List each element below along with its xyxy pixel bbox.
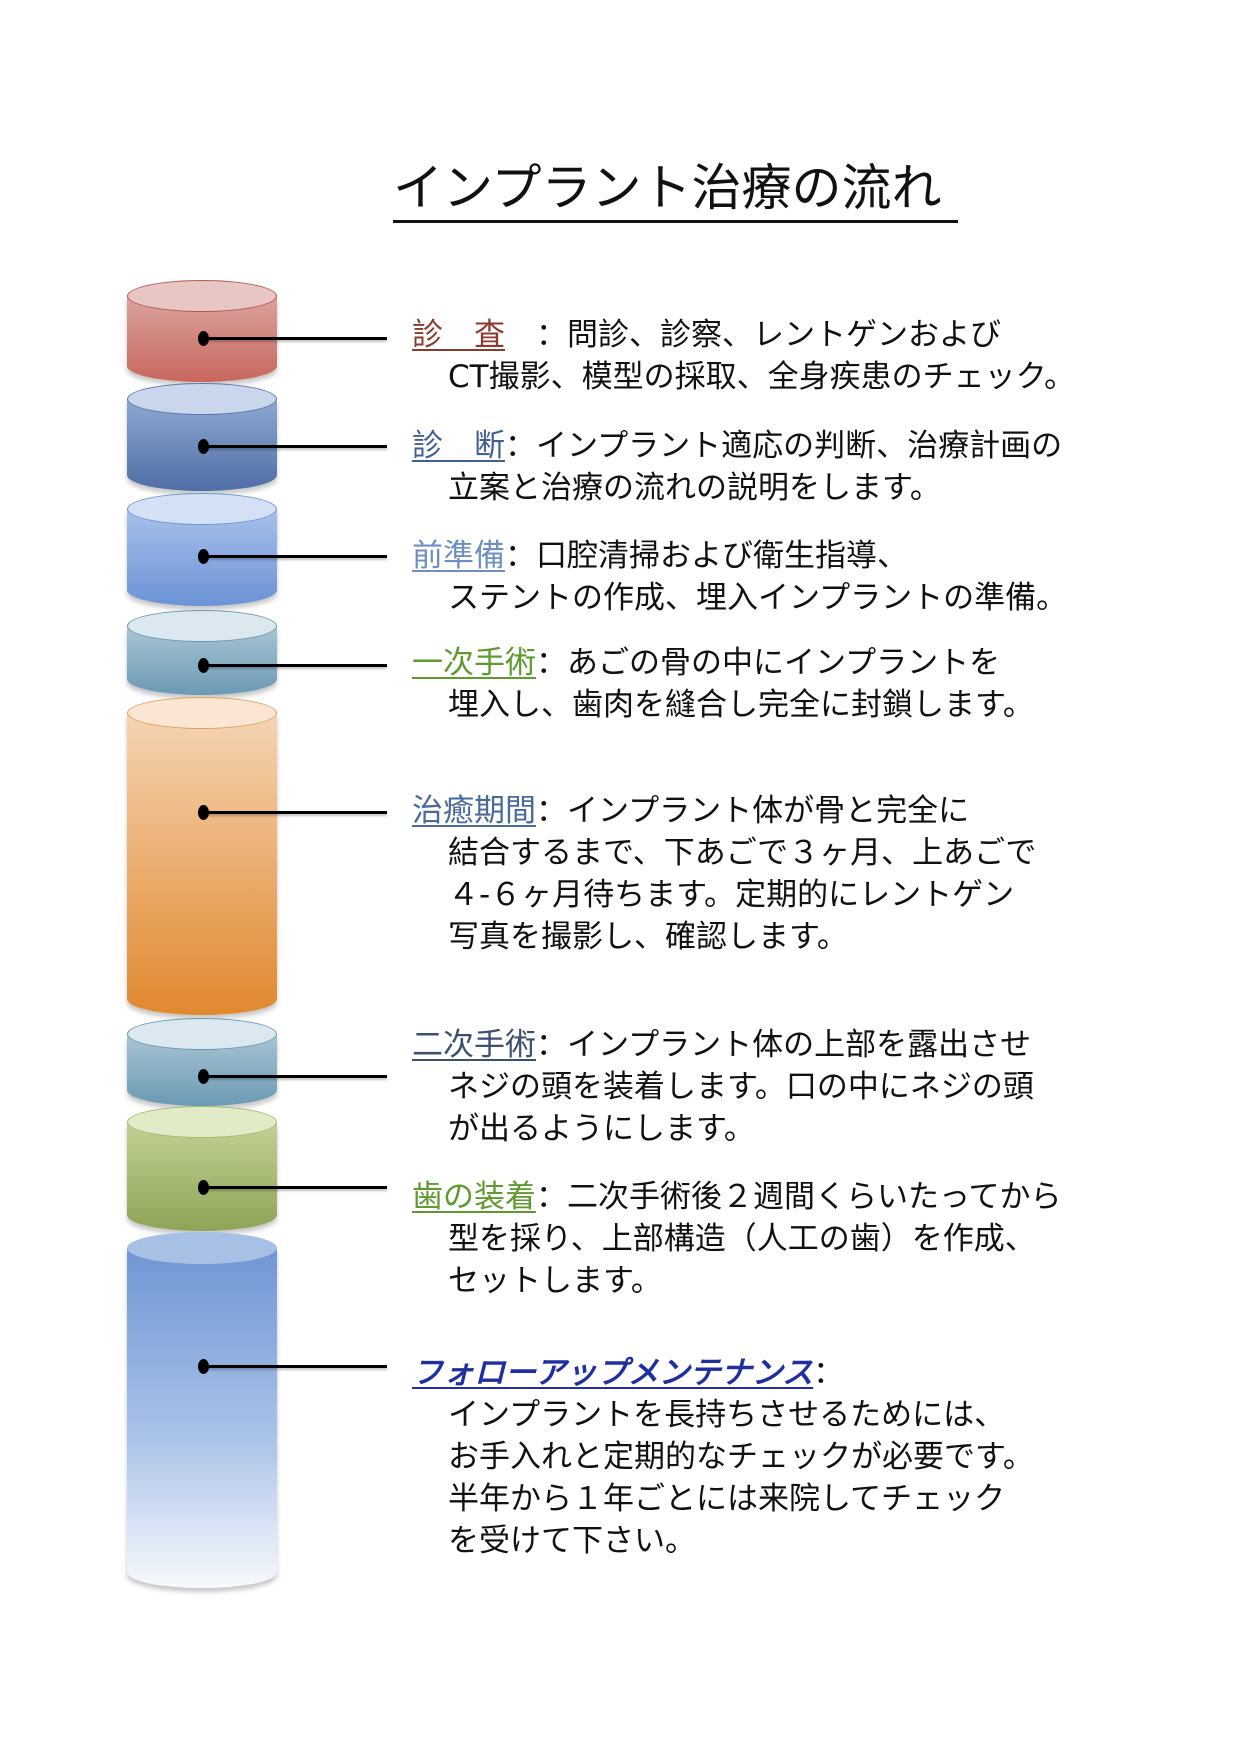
step-separator: ：: [536, 1027, 567, 1063]
step-separator: ：: [505, 538, 536, 574]
connector-line: [204, 1365, 387, 1368]
step-heading: 治癒期間: [412, 793, 536, 829]
step-heading: 二次手術: [412, 1027, 536, 1063]
step-desc: が出るようにします。: [448, 1111, 755, 1147]
cylinder-shindan: [127, 383, 277, 491]
connector-line: [204, 445, 387, 448]
connector-dot: [198, 331, 209, 346]
step-desc: ４-６ヶ月待ちます。定期的にレントゲン: [448, 877, 1015, 913]
connector-line: [204, 664, 387, 667]
step-chiyu-kikan: 治癒期間：インプラント体が骨と完全に 結合するまで、下あごで３ヶ月、上あごで ４…: [412, 790, 1036, 958]
step-ha-no-souchaku: 歯の装着：二次手術後２週間くらいたってから 型を採り、上部構造（人工の歯）を作成…: [412, 1176, 1061, 1302]
cylinder-ichiji-shujutsu: [127, 610, 277, 695]
step-ichiji-shujutsu: 一次手術：あごの骨の中にインプラントを 埋入し、歯肉を縫合し完全に封鎖します。: [412, 642, 1034, 726]
connector-line: [204, 1075, 387, 1078]
step-desc: 口腔清掃および衛生指導、: [536, 538, 908, 574]
step-heading: 診 査: [412, 317, 505, 353]
step-desc: セットします。: [448, 1263, 662, 1299]
cylinder-ha-no-souchaku: [127, 1106, 277, 1231]
step-desc: ステントの作成、埋入インプラントの準備。: [448, 580, 1068, 616]
step-desc: 結合するまで、下あごで３ヶ月、上あごで: [448, 835, 1037, 871]
step-desc: インプラント体の上部を露出させ: [567, 1027, 1032, 1063]
step-separator: ：: [813, 1355, 845, 1391]
step-desc: 半年から１年ごとには来院してチェック: [448, 1481, 1006, 1517]
step-separator: ：: [505, 317, 567, 353]
cylinder-followup: [127, 1232, 277, 1588]
step-desc: 立案と治療の流れの説明をします。: [448, 470, 941, 506]
connector-dot: [198, 1069, 209, 1084]
step-separator: ：: [536, 1179, 567, 1215]
step-separator: ：: [505, 428, 536, 464]
connector-line: [204, 811, 387, 814]
connector-line: [204, 555, 387, 558]
connector-dot: [198, 439, 209, 454]
step-desc: インプラントを長持ちさせるためには、: [448, 1397, 1006, 1433]
step-desc: 問診、診察、レントゲンおよび: [567, 317, 1001, 353]
step-niji-shujutsu: 二次手術：インプラント体の上部を露出させ ネジの頭を装着します。口の中にネジの頭…: [412, 1024, 1034, 1150]
step-desc: 埋入し、歯肉を縫合し完全に封鎖します。: [448, 687, 1034, 723]
step-heading: 診 断: [412, 428, 505, 464]
step-heading: 歯の装着: [412, 1179, 536, 1215]
step-separator: ：: [536, 793, 567, 829]
step-heading: 前準備: [412, 538, 505, 574]
connector-dot: [198, 1180, 209, 1195]
connector-line: [204, 1186, 387, 1189]
step-desc: ネジの頭を装着します。口の中にネジの頭: [448, 1069, 1034, 1105]
cylinder-niji-shujutsu: [127, 1018, 277, 1106]
step-desc: 写真を撮影し、確認します。: [448, 919, 848, 955]
connector-dot: [198, 549, 209, 564]
step-shindan: 診 断：インプラント適応の判断、治療計画の 立案と治療の流れの説明をします。: [412, 425, 1062, 509]
step-desc: 二次手術後２週間くらいたってから: [567, 1179, 1062, 1215]
connector-line: [204, 337, 387, 340]
connector-dot: [198, 1359, 209, 1374]
step-followup: フォローアップメンテナンス： インプラントを長持ちさせるためには、 お手入れと定…: [412, 1352, 1034, 1562]
step-heading: 一次手術: [412, 645, 536, 681]
step-zenjunbi: 前準備：口腔清掃および衛生指導、 ステントの作成、埋入インプラントの準備。: [412, 535, 1067, 619]
step-desc: インプラント適応の判断、治療計画の: [536, 428, 1063, 464]
page-title: インプラント治療の流れ: [393, 158, 958, 223]
step-desc: を受けて下さい。: [448, 1523, 696, 1559]
cylinder-chiyu-kikan: [127, 697, 277, 1015]
step-desc: インプラント体が骨と完全に: [567, 793, 970, 829]
step-desc: お手入れと定期的なチェックが必要です。: [448, 1439, 1034, 1475]
step-separator: ：: [536, 645, 567, 681]
step-desc: 型を採り、上部構造（人工の歯）を作成、: [448, 1221, 1036, 1257]
step-desc: CT撮影、模型の採取、全身疾患のチェック。: [448, 359, 1076, 395]
connector-dot: [198, 658, 209, 673]
step-shinsa: 診 査 ：問診、診察、レントゲンおよび CT撮影、模型の採取、全身疾患のチェック…: [412, 314, 1075, 398]
step-heading: フォローアップメンテナンス: [412, 1355, 814, 1391]
step-desc: あごの骨の中にインプラントを: [567, 645, 1001, 681]
connector-dot: [198, 805, 209, 820]
